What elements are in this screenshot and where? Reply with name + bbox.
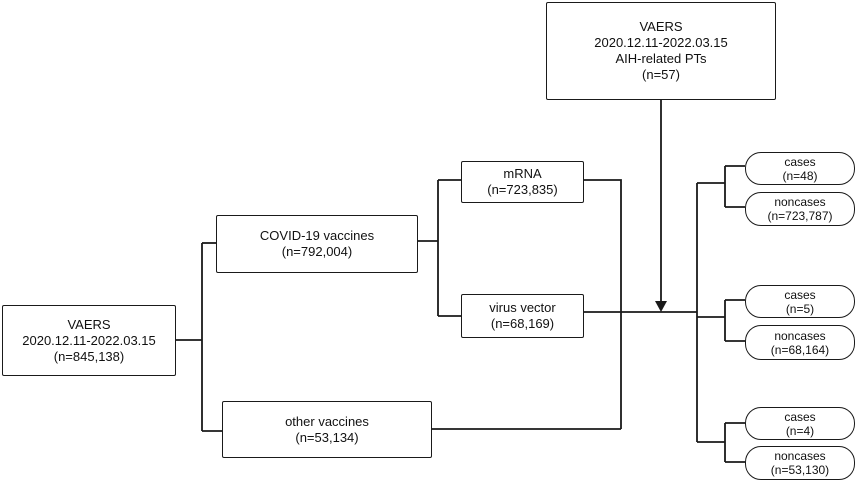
other-cases-box: cases (n=4) (745, 407, 855, 440)
mrna-cases-label: cases (784, 154, 816, 169)
mrna-box: mRNA (n=723,835) (461, 161, 584, 203)
vaers-all-line1: VAERS (67, 316, 111, 332)
vector-cases-count: (n=5) (785, 301, 815, 316)
other-vaccines-box: other vaccines (n=53,134) (222, 401, 432, 458)
connector-root (176, 243, 203, 431)
mrna-count: (n=723,835) (487, 182, 558, 197)
other-label: other vaccines (285, 413, 369, 429)
vector-noncases-count: (n=68,164) (770, 342, 830, 357)
vaers-pts-count: (n=57) (642, 67, 680, 82)
virus-vector-box: virus vector (n=68,169) (461, 294, 584, 338)
vector-count: (n=68,169) (490, 316, 555, 331)
vaers-all-line2: 2020.12.11-2022.03.15 (22, 332, 156, 348)
other-noncases-label: noncases (774, 449, 826, 463)
covid-vaccines-box: COVID-19 vaccines (n=792,004) (216, 215, 418, 273)
vector-noncases-box: noncases (n=68,164) (745, 325, 855, 360)
vaers-all-box: VAERS 2020.12.11-2022.03.15 (n=845,138) (2, 305, 176, 376)
connector-mrna-outcomes (697, 165, 745, 208)
arrow-head (655, 301, 667, 312)
connector-other-outcomes (697, 422, 745, 463)
vector-noncases-label: noncases (774, 328, 826, 343)
vector-cases-box: cases (n=5) (745, 285, 855, 318)
other-count: (n=53,134) (295, 429, 359, 445)
connector-covid-split (418, 179, 461, 317)
mrna-label: mRNA (503, 166, 542, 181)
mrna-noncases-label: noncases (774, 195, 826, 209)
connector-vector-outcomes (697, 299, 745, 342)
mrna-cases-box: cases (n=48) (745, 152, 855, 185)
vector-label: virus vector (489, 300, 556, 315)
connector-mrna-out (584, 179, 622, 429)
vector-cases-label: cases (784, 287, 816, 302)
vaers-pts-box: VAERS 2020.12.11-2022.03.15 AIH-related … (546, 2, 776, 100)
vaers-pts-line3: AIH-related PTs (615, 51, 707, 66)
other-cases-count: (n=4) (785, 423, 815, 438)
vaers-pts-line2: 2020.12.11-2022.03.15 (594, 35, 728, 50)
other-cases-label: cases (784, 409, 816, 424)
mrna-noncases-count: (n=723,787) (767, 209, 833, 223)
other-noncases-count: (n=53,130) (770, 463, 830, 477)
other-noncases-box: noncases (n=53,130) (745, 446, 855, 480)
vaers-pts-line1: VAERS (639, 19, 683, 34)
mrna-noncases-box: noncases (n=723,787) (745, 192, 855, 226)
vaers-all-count: (n=845,138) (53, 348, 125, 364)
covid-label: COVID-19 vaccines (259, 228, 375, 243)
mrna-cases-count: (n=48) (782, 168, 818, 183)
covid-count: (n=792,004) (281, 244, 353, 259)
